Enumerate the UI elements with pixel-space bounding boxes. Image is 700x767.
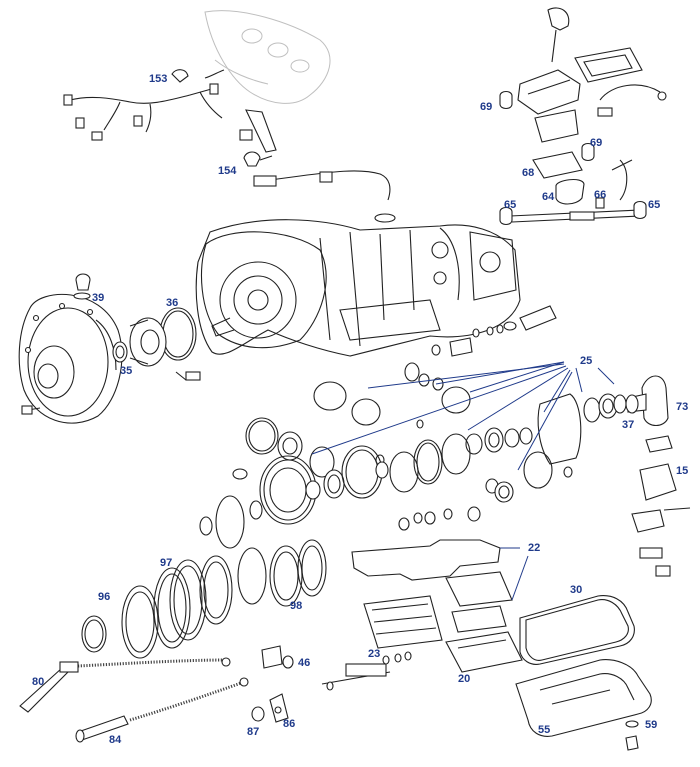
label-86: 86 [283,718,295,730]
part-69-bushings [499,90,595,162]
part-37-seal [625,394,639,414]
label-46: 46 [298,657,310,669]
part-154-clip [243,151,273,167]
label-97: 97 [160,557,172,569]
clutch-discs [81,495,327,659]
part-87-nut [251,706,265,722]
small-washers-row [431,324,504,357]
label-15: 15 [676,465,688,477]
label-98: 98 [290,600,302,612]
valve-body [363,595,443,649]
label-39: 39 [92,292,104,304]
front-clutch-rings [232,417,573,531]
label-87: 87 [247,726,259,738]
oil-pan-gasket [519,595,635,665]
callout-labels: 153 154 69 69 68 64 66 65 65 39 36 35 25… [32,73,688,746]
part-46-fitting [261,645,294,669]
leader-lines [311,361,615,601]
wiring-harness [63,69,277,153]
part-153-plug [171,69,189,83]
label-96: 96 [98,591,110,603]
oil-filter [445,631,523,673]
label-25: 25 [580,355,592,367]
label-154: 154 [218,165,237,177]
rear-gasket-bearing [537,393,627,465]
label-20: 20 [458,673,470,685]
label-80: 80 [32,676,44,688]
label-37: 37 [622,419,634,431]
label-22: 22 [528,542,540,554]
label-35: 35 [120,365,132,377]
oil-pan [515,659,652,737]
shifter-assembly [509,7,667,223]
oil-pump [129,317,201,381]
label-30: 30 [570,584,582,596]
label-64: 64 [542,191,555,203]
part-86-bracket [269,693,289,723]
part-65-bushings [499,200,647,226]
part-39-plug [73,273,91,300]
label-68: 68 [522,167,534,179]
drain-plug [625,720,639,751]
part-80-line [19,657,231,713]
part-35-seal [112,341,128,363]
label-84: 84 [109,734,122,746]
label-73: 73 [676,401,688,413]
label-69-a: 69 [480,101,492,113]
transmission-case [195,219,521,357]
engine-outline [204,10,331,104]
label-55: 55 [538,724,550,736]
label-23: 23 [368,648,380,660]
transmission-mount [631,435,691,577]
label-69-b: 69 [590,137,602,149]
label-36: 36 [166,297,178,309]
label-59: 59 [645,719,657,731]
label-65-a: 65 [504,199,516,211]
sensor-cable [253,170,396,223]
torque-converter [18,293,123,424]
part-84-line [75,677,249,743]
part-23-bolts [321,651,412,691]
label-153: 153 [149,73,167,85]
output-shaft [503,305,557,331]
label-65-b: 65 [648,199,660,211]
label-66: 66 [594,189,606,201]
